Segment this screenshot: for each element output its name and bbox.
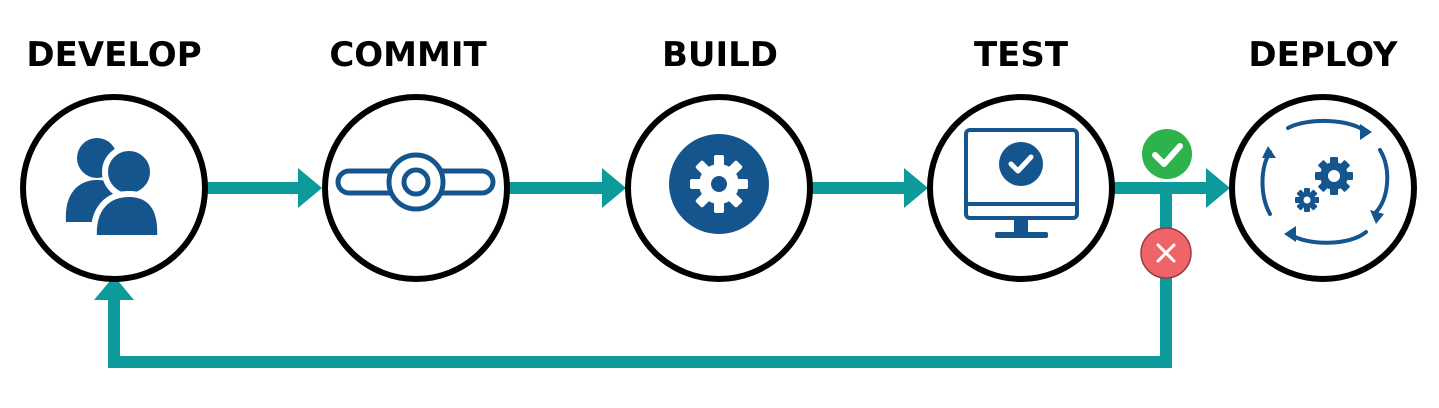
gear-icon <box>669 134 769 234</box>
flow-arrows <box>205 168 1230 208</box>
gears-cycle-icon <box>1260 119 1390 245</box>
git-commit-icon <box>335 152 496 212</box>
users-icon <box>65 138 164 241</box>
check-icon <box>1152 143 1183 167</box>
test-fail-badge <box>1140 227 1192 279</box>
monitor-check-icon <box>964 128 1079 238</box>
test-pass-badge <box>1142 129 1192 179</box>
stage-label-commit: COMMIT <box>329 35 487 75</box>
arrow-build-to-test <box>812 168 928 208</box>
stage-circle-test <box>927 94 1115 282</box>
arrow-commit-to-build <box>508 168 626 208</box>
stage-label-develop: DEVELOP <box>26 35 201 75</box>
stage-label-deploy: DEPLOY <box>1248 35 1398 75</box>
arrow-develop-to-commit <box>205 168 322 208</box>
stage-label-build: BUILD <box>662 35 778 75</box>
stage-label-test: TEST <box>974 35 1069 75</box>
close-icon <box>1156 243 1176 263</box>
